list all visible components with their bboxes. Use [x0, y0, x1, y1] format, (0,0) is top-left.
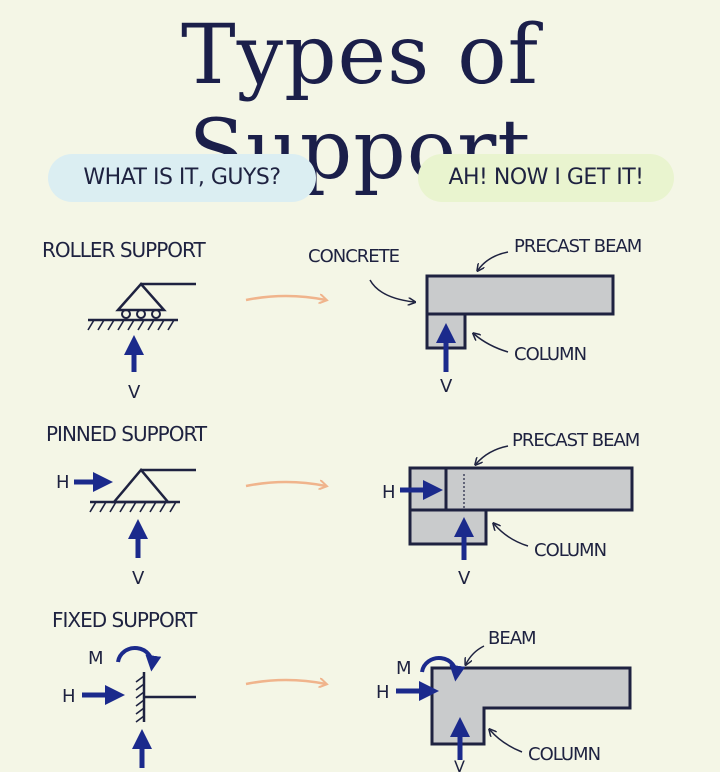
column-leader — [490, 730, 523, 753]
page-title: Types of Support — [181, 8, 539, 198]
m-label: M — [88, 648, 104, 669]
pinned-real-detail — [408, 466, 634, 546]
h-label: H — [56, 472, 70, 493]
v-label: V — [128, 382, 141, 403]
moment-arrow — [116, 646, 162, 672]
fixed-support-label: FIXED SUPPORT — [52, 608, 197, 632]
column-callout-3: COLUMN — [528, 744, 601, 765]
roller-support-label: ROLLER SUPPORT — [42, 238, 206, 262]
moment-arrow — [420, 656, 466, 682]
precast-beam-callout-2: PRECAST BEAM — [512, 430, 640, 451]
precast-beam-callout-1: PRECAST BEAM — [514, 236, 642, 257]
v-label: V — [454, 757, 465, 772]
beam-leader — [476, 445, 509, 464]
roller-support-symbol — [87, 282, 196, 331]
concrete-leader — [369, 279, 414, 302]
pinned-support-label: PINNED SUPPORT — [46, 422, 207, 446]
beam-leader — [466, 645, 485, 664]
transition-arrow-2 — [245, 482, 326, 486]
concrete-callout: CONCRETE — [308, 246, 400, 267]
h-label: H — [376, 682, 390, 703]
column-callout-1: COLUMN — [514, 344, 587, 365]
column-leader — [494, 524, 529, 547]
h-label: H — [62, 686, 76, 707]
header-question: WHAT IS IT, GUYS? — [48, 154, 316, 202]
fixed-support-symbol — [135, 672, 196, 723]
transition-arrow-1 — [245, 296, 326, 300]
transition-arrow-3 — [245, 680, 326, 684]
column-leader — [474, 334, 509, 353]
v-label: V — [132, 568, 145, 589]
fixed-real-detail — [430, 666, 632, 746]
header-answer: AH! NOW I GET IT! — [418, 154, 674, 202]
v-label: V — [458, 568, 471, 589]
pinned-support-symbol — [89, 468, 196, 513]
v-label: V — [440, 376, 453, 397]
roller-real-detail — [425, 274, 615, 350]
column-callout-2: COLUMN — [534, 540, 607, 561]
h-label: H — [382, 482, 396, 503]
beam-leader — [478, 251, 509, 270]
beam-callout-3: BEAM — [488, 628, 537, 649]
m-label: M — [396, 658, 412, 679]
